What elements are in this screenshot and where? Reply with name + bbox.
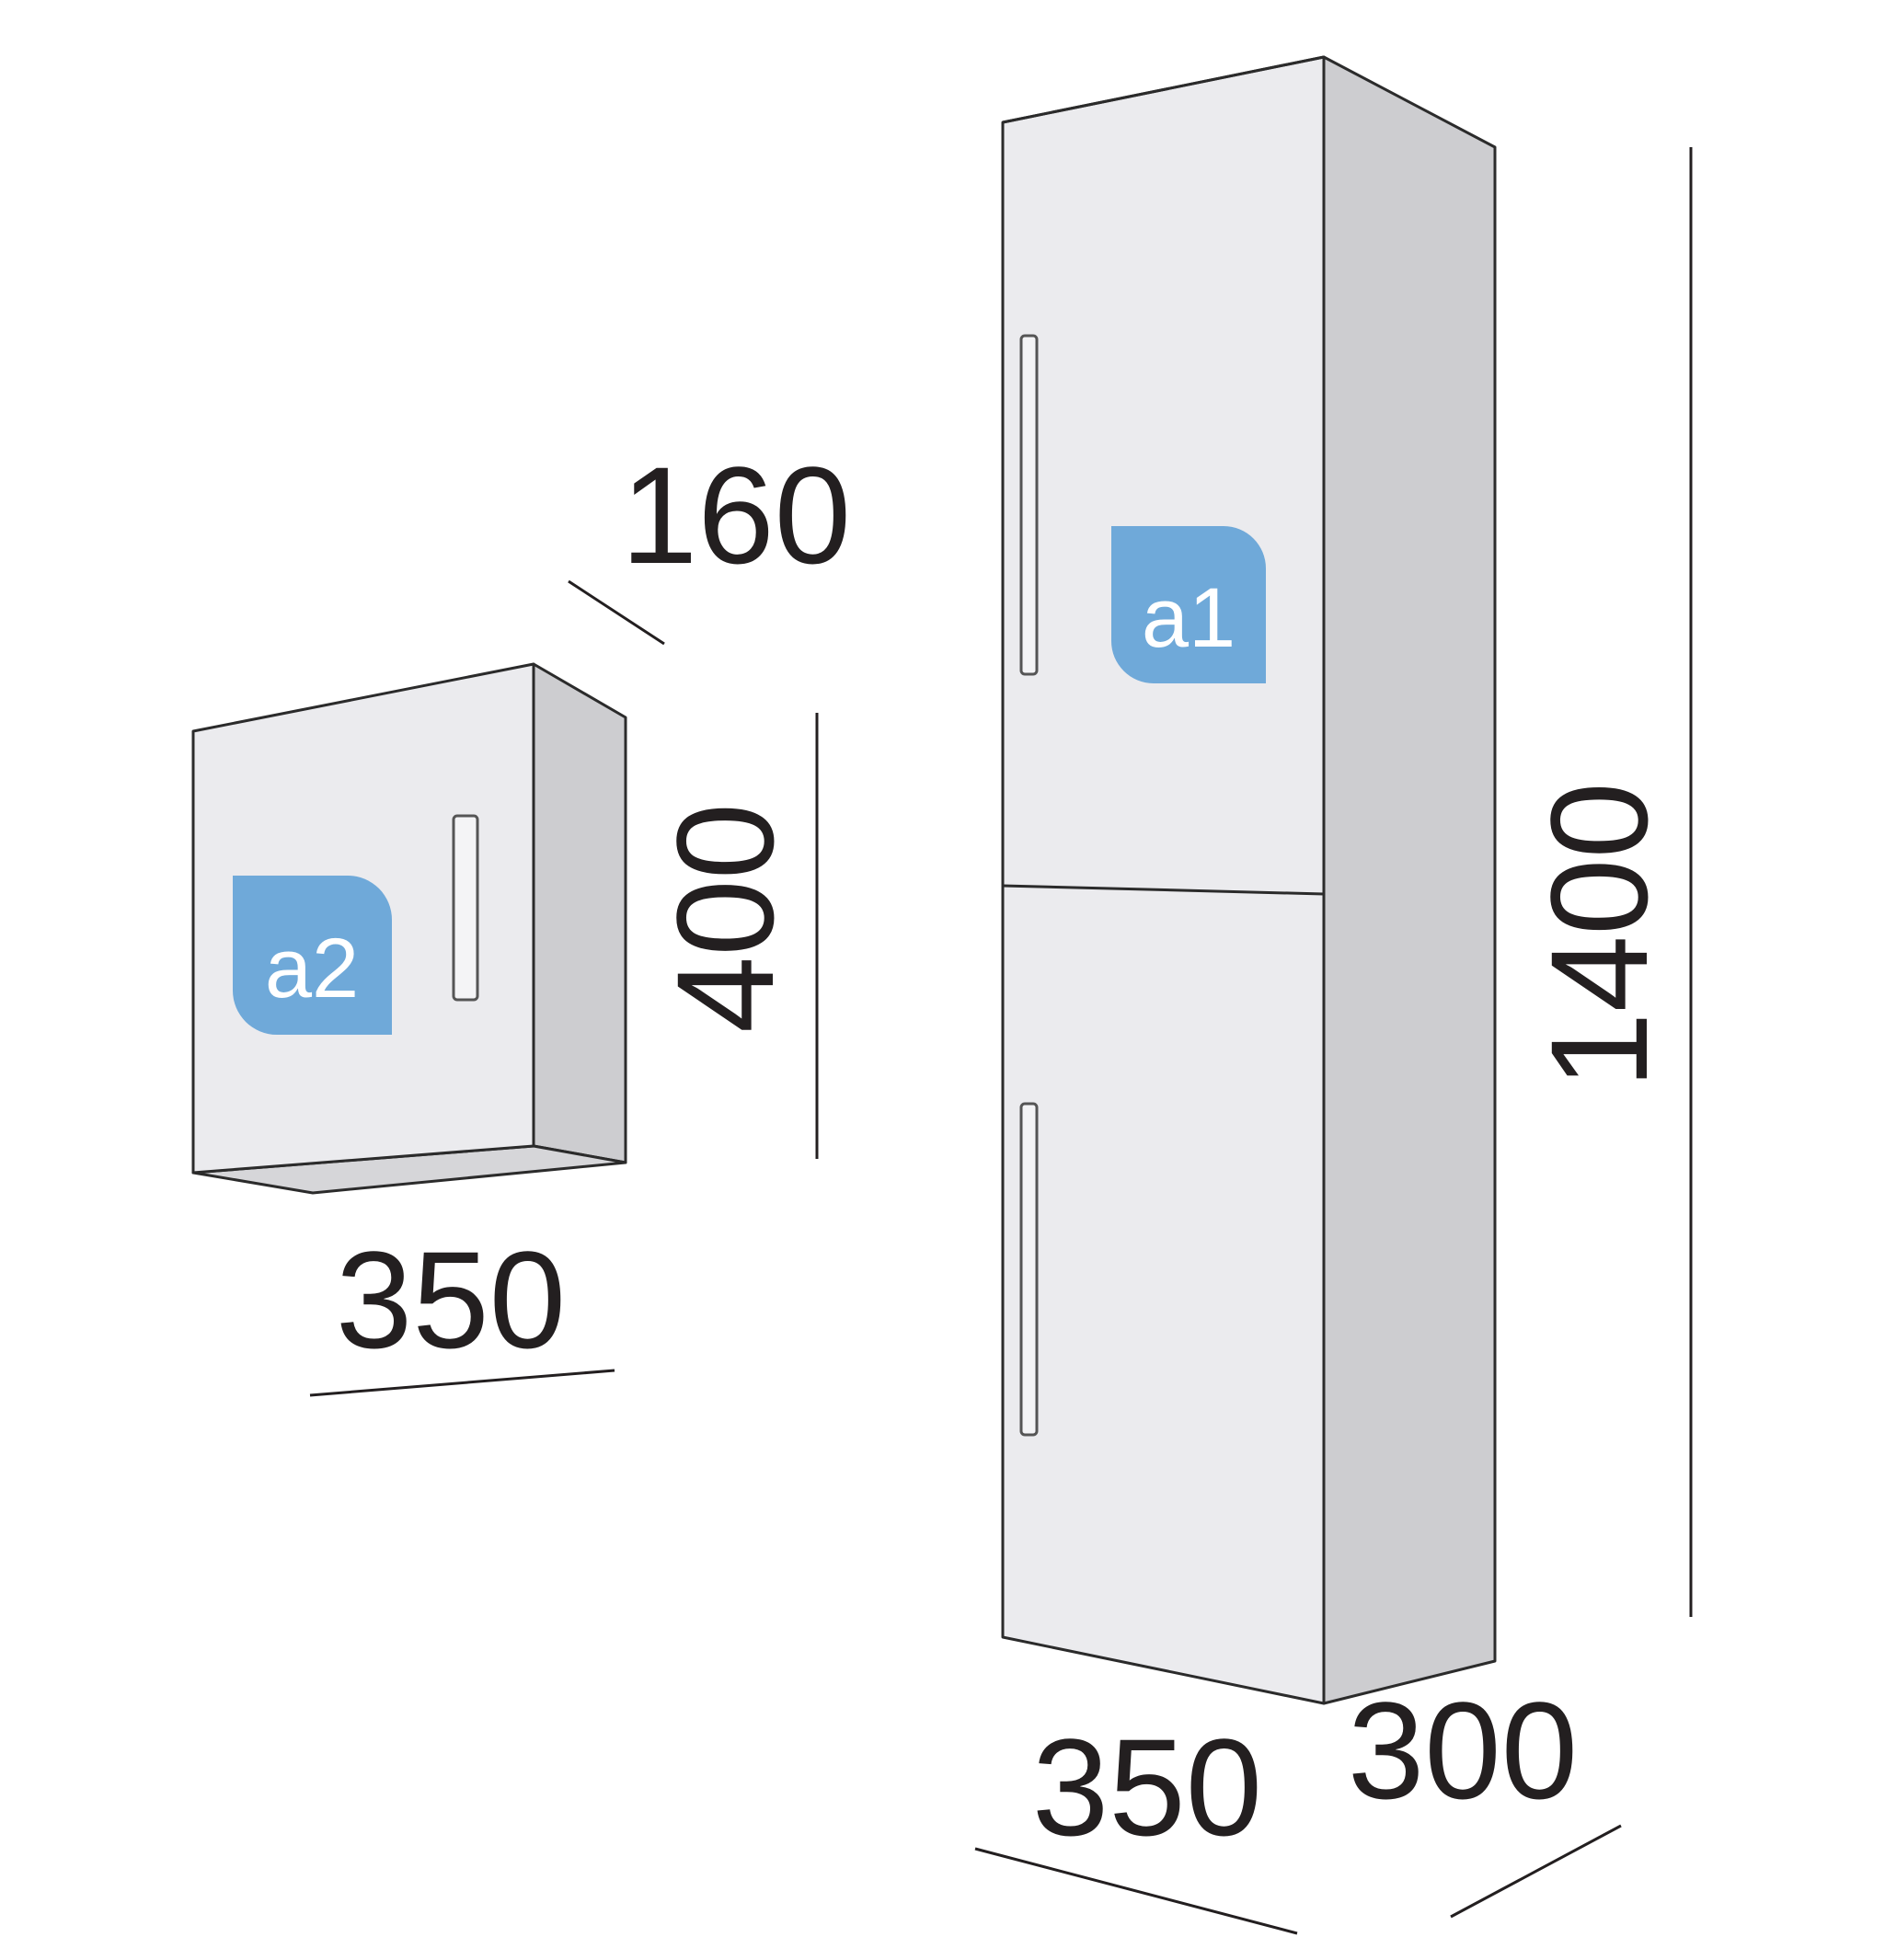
- cabinet-a1-depth-dimension: 300: [1348, 1673, 1622, 1919]
- cabinet-a2-label: a2: [265, 922, 359, 1015]
- depth-dimension-line: [1450, 1824, 1622, 1919]
- cabinet-a2-label-badge: [233, 876, 392, 1035]
- cabinet-a1-top-edge: [1002, 55, 1325, 124]
- width-dimension-line: [974, 1847, 1298, 1935]
- depth-dimension-line: [568, 579, 665, 646]
- cabinet-a1-lower-handle: [1019, 1102, 1039, 1437]
- cabinet-a1-label-badge: [1111, 526, 1266, 683]
- cabinet-a1: a1: [1001, 55, 1497, 1705]
- cabinet-a2-side-panel: [532, 662, 627, 1164]
- cabinet-a1-upper-handle: [1019, 334, 1039, 676]
- cabinet-a1-height-value: 1400: [1522, 782, 1676, 1089]
- cabinet-a2-depth-value: 160: [621, 438, 851, 592]
- cabinet-a2-handle: [452, 814, 479, 1002]
- cabinet-a1-label: a1: [1142, 571, 1236, 665]
- cabinet-a1-height-dimension: 1400: [1522, 147, 1693, 1617]
- cabinet-a1-width-dimension: 350: [974, 1710, 1298, 1935]
- cabinet-a1-side-panel: [1322, 55, 1497, 1705]
- cabinet-a2-height-dimension: 400: [648, 713, 819, 1159]
- cabinet-a2: a2: [191, 662, 627, 1195]
- cabinet-a1-door-divider: [1002, 884, 1325, 896]
- width-dimension-line: [309, 1369, 615, 1397]
- cabinet-a1-depth-value: 300: [1348, 1673, 1578, 1828]
- cabinet-a2-height-value: 400: [648, 803, 802, 1033]
- cabinet-a1-width-value: 350: [1032, 1710, 1262, 1864]
- cabinet-a2-depth-dimension: 160: [568, 438, 851, 646]
- cabinet-a2-width-dimension: 350: [309, 1222, 615, 1397]
- cabinet-a2-width-value: 350: [336, 1222, 566, 1377]
- cabinet-a1-front-panel: [1001, 55, 1326, 1705]
